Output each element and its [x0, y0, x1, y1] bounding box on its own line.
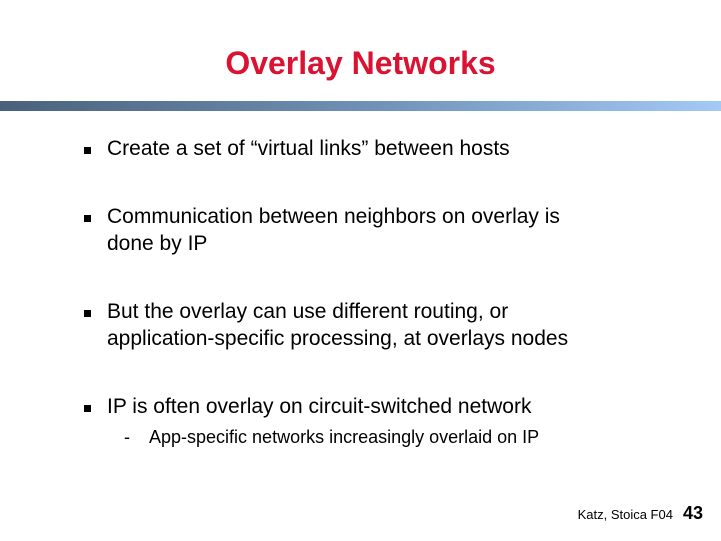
sub-bullet-item: - App-specific networks increasingly ove…	[124, 426, 644, 449]
bullet-item: Create a set of “virtual links” between …	[84, 135, 644, 162]
bullet-item: But the overlay can use different routin…	[84, 298, 644, 352]
bullet-text: Create a set of “virtual links” between …	[107, 137, 510, 160]
slide-title: Overlay Networks	[225, 45, 496, 81]
square-bullet-icon	[84, 310, 91, 317]
footer-credit: Katz, Stoica F04	[577, 507, 673, 522]
bullet-item: IP is often overlay on circuit-switched …	[84, 393, 644, 420]
dash-bullet-icon: -	[124, 427, 130, 447]
bullet-list: Create a set of “virtual links” between …	[84, 135, 644, 449]
footer: Katz, Stoica F04 43	[578, 503, 703, 524]
title-divider-bar	[0, 101, 721, 111]
page-number: 43	[682, 503, 703, 523]
square-bullet-icon	[84, 405, 91, 412]
sub-bullet-text: App-specific networks increasingly overl…	[149, 427, 540, 447]
bullet-text: IP is often overlay on circuit-switched …	[107, 395, 532, 418]
square-bullet-icon	[84, 147, 91, 154]
square-bullet-icon	[84, 215, 91, 222]
bullet-text: Communication between neighbors on overl…	[107, 205, 560, 255]
bullet-item: Communication between neighbors on overl…	[84, 203, 644, 257]
bullet-text: But the overlay can use different routin…	[107, 300, 569, 350]
